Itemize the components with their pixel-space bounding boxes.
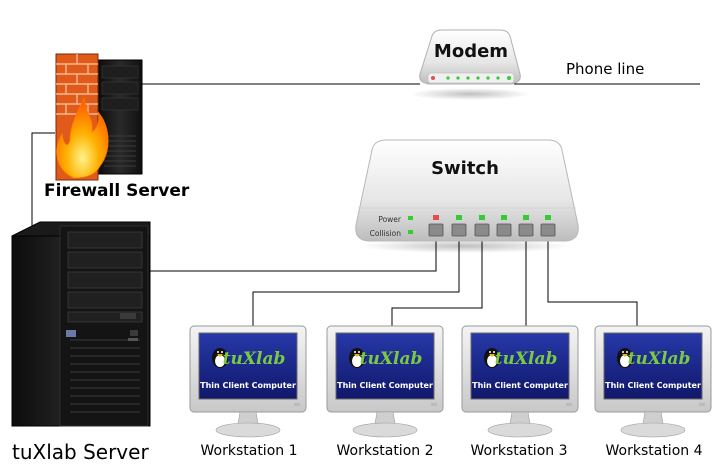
firewall-to-server-connection — [31, 132, 55, 237]
tux-penguin-icon — [212, 348, 228, 368]
firewall-server — [55, 53, 143, 181]
switch-port-led — [523, 215, 529, 220]
switch-port-led — [479, 215, 485, 220]
switch-collision-led — [408, 230, 413, 234]
tuxlab-server-label: tuXlab Server — [12, 440, 149, 464]
modem-label: Modem — [434, 41, 508, 62]
switch-port — [428, 223, 444, 237]
switch-to-workstation-4-connection — [547, 238, 638, 327]
switch-to-workstation-1-connection — [252, 238, 460, 327]
flame-icon — [56, 96, 109, 179]
switch-port-led — [456, 215, 462, 220]
switch: Switch Power Collision — [355, 139, 579, 253]
monitor-logo-text: tuXlab — [223, 349, 286, 369]
switch-collision-label: Collision — [370, 229, 402, 238]
switch-port — [451, 223, 467, 237]
switch-power-led — [408, 216, 413, 220]
monitor-caption-text: Thin Client Computer — [200, 381, 296, 390]
switch-to-workstation-2-connection — [391, 238, 483, 327]
modem: Modem — [410, 29, 530, 100]
switch-port — [540, 223, 556, 237]
monitor-logo-text: tuXlab — [495, 349, 558, 369]
switch-port-led — [545, 215, 551, 220]
switch-port-led — [433, 215, 439, 220]
workstation-3-label: Workstation 3 — [470, 443, 568, 459]
workstation-1: tuXlab Thin Client Computer — [189, 325, 307, 438]
workstation-2: tuXlab Thin Client Computer — [326, 325, 444, 438]
tuxlab-server — [11, 221, 151, 427]
switch-port-led — [501, 215, 507, 220]
monitor-logo-text: tuXlab — [628, 349, 691, 369]
switch-port — [518, 223, 534, 237]
tux-penguin-icon — [484, 348, 500, 368]
monitor-caption-text: Thin Client Computer — [605, 381, 701, 390]
workstation-3: tuXlab Thin Client Computer — [461, 325, 579, 438]
workstation-4-label: Workstation 4 — [605, 443, 703, 459]
firewall-server-label: Firewall Server — [44, 181, 190, 201]
tux-penguin-icon — [349, 348, 365, 368]
monitor-caption-text: Thin Client Computer — [472, 381, 568, 390]
switch-power-label: Power — [378, 215, 402, 224]
phone-line-label: Phone line — [566, 60, 645, 78]
workstation-2-label: Workstation 2 — [336, 443, 434, 459]
monitor-logo-text: tuXlab — [360, 349, 423, 369]
switch-port — [496, 223, 512, 237]
workstation-4: tuXlab Thin Client Computer — [594, 325, 712, 438]
switch-port — [474, 223, 490, 237]
tux-penguin-icon — [617, 348, 633, 368]
workstation-1-label: Workstation 1 — [200, 443, 298, 459]
monitor-caption-text: Thin Client Computer — [337, 381, 433, 390]
switch-label: Switch — [431, 158, 499, 179]
